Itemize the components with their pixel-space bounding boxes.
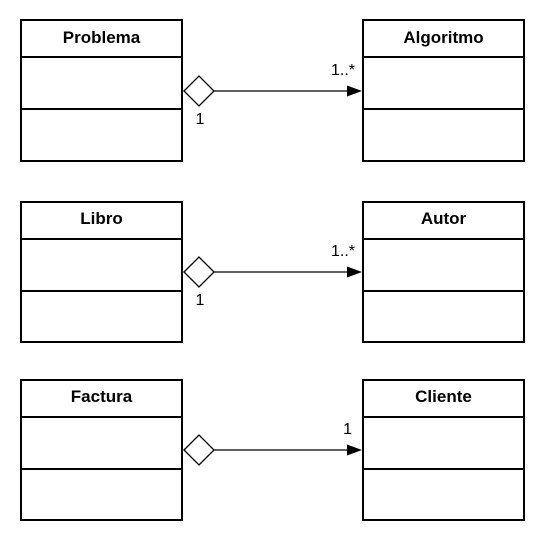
arrowhead-icon — [347, 85, 362, 97]
aggregation-diamond-icon — [183, 256, 215, 288]
class-box — [362, 19, 525, 162]
class-box — [362, 201, 525, 343]
aggregation-diamond-icon — [183, 434, 215, 466]
class-box — [362, 379, 525, 521]
aggregation-libro-autor[interactable]: 1 1..* — [183, 243, 362, 309]
class-name: Autor — [421, 209, 467, 228]
aggregation-diamond-icon — [183, 75, 215, 107]
arrowhead-icon — [347, 444, 362, 456]
uml-class-problema[interactable]: Problema — [20, 19, 183, 162]
uml-class-libro[interactable]: Libro — [20, 201, 183, 343]
class-name: Problema — [63, 28, 141, 47]
target-multiplicity: 1 — [343, 421, 352, 438]
source-multiplicity: 1 — [196, 292, 205, 309]
uml-class-autor[interactable]: Autor — [362, 201, 525, 343]
class-name: Factura — [71, 387, 133, 406]
aggregation-problema-algoritmo[interactable]: 1 1..* — [183, 62, 362, 128]
arrowhead-icon — [347, 266, 362, 278]
class-box — [20, 19, 183, 162]
class-box — [20, 201, 183, 343]
class-name: Libro — [80, 209, 123, 228]
aggregation-factura-cliente[interactable]: 1 — [183, 421, 362, 466]
target-multiplicity: 1..* — [331, 243, 355, 260]
class-name: Algoritmo — [403, 28, 483, 47]
target-multiplicity: 1..* — [331, 62, 355, 79]
class-box — [20, 379, 183, 521]
uml-class-cliente[interactable]: Cliente — [362, 379, 525, 521]
source-multiplicity: 1 — [196, 111, 205, 128]
uml-class-factura[interactable]: Factura — [20, 379, 183, 521]
class-name: Cliente — [415, 387, 472, 406]
uml-class-algoritmo[interactable]: Algoritmo — [362, 19, 525, 162]
